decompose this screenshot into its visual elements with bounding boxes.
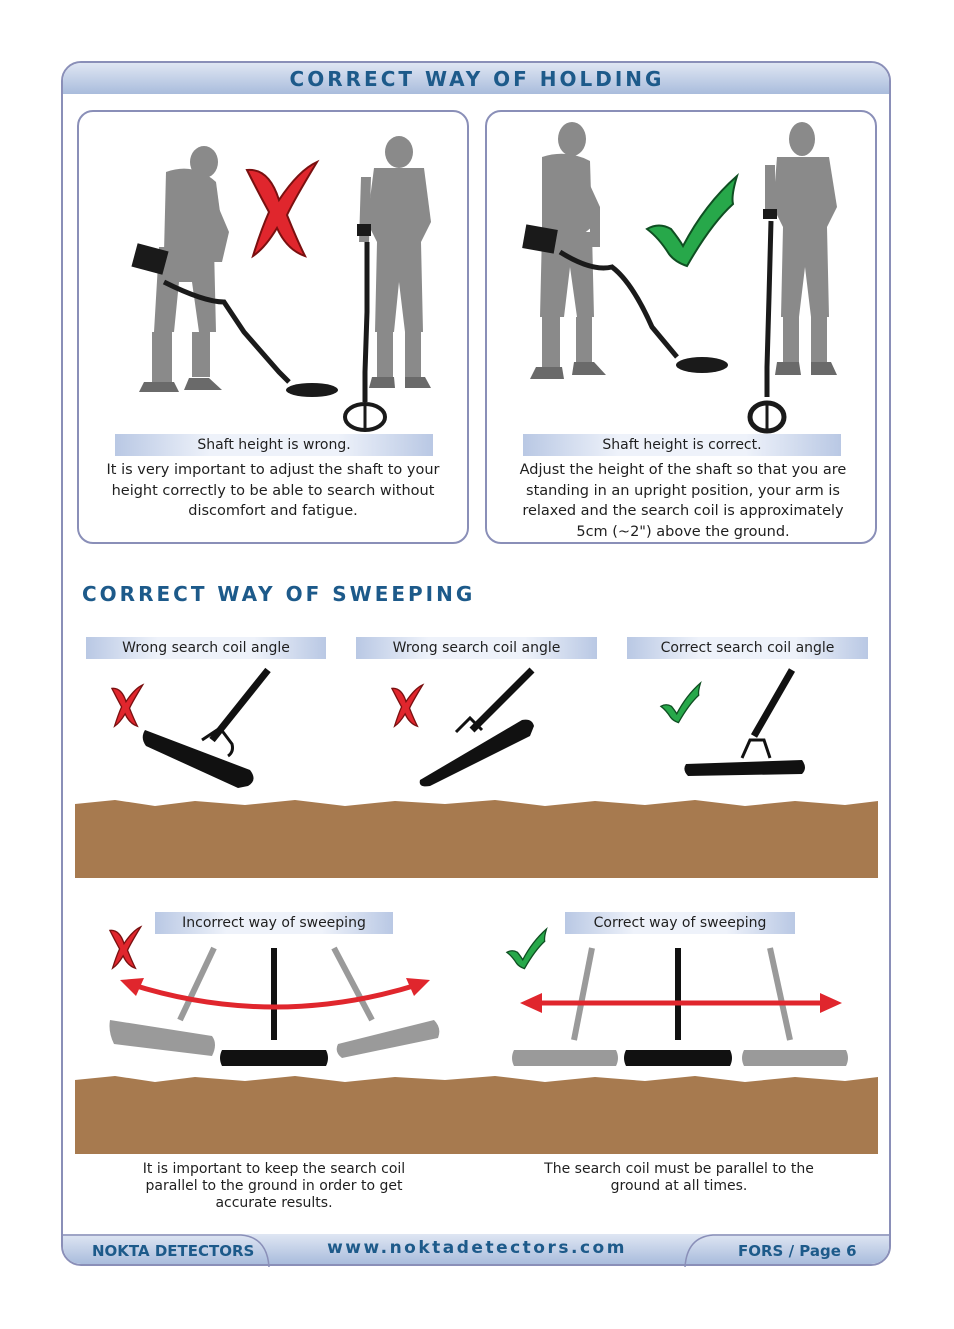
- red-x-mark-icon: [110, 683, 145, 728]
- footer-tab-left-shape: [61, 1234, 270, 1268]
- person-bending-illustration: [131, 146, 338, 397]
- person-upright-illustration: [522, 122, 728, 379]
- label-coil-angle-3: Correct search coil angle: [627, 637, 868, 659]
- label-coil-angle-1: Wrong search coil angle: [86, 637, 326, 659]
- correct-sweeping-illustration: [512, 947, 848, 1066]
- green-check-mark-icon: [659, 680, 702, 724]
- label-incorrect-sweeping: Incorrect way of sweeping: [155, 912, 393, 934]
- description-shaft-height-correct: Adjust the height of the shaft so that y…: [519, 462, 847, 540]
- ground-strip: [75, 800, 878, 878]
- caption-shaft-height-correct: Shaft height is correct.: [523, 434, 841, 456]
- panel-wrong-holding: Shaft height is wrong. It is very import…: [77, 110, 469, 544]
- ground-strip: [75, 1076, 878, 1154]
- red-x-mark-icon: [108, 925, 143, 970]
- footer-band: [63, 1234, 889, 1264]
- green-check-mark-icon: [505, 926, 548, 970]
- red-x-mark-icon: [245, 159, 320, 259]
- incorrect-sweeping-illustration: [109, 946, 440, 1066]
- person-standing-relaxed-illustration: [747, 122, 837, 434]
- section-title-sweeping: CORRECT WAY OF SWEEPING: [82, 582, 476, 606]
- section-title-holding: CORRECT WAY OF HOLDING: [289, 67, 665, 91]
- footer-brand: NOKTA DETECTORS: [92, 1242, 255, 1260]
- footer-page-label: FORS / Page 6: [738, 1242, 857, 1260]
- description-correct-sweeping: The search coil must be parallel to the …: [544, 1161, 814, 1194]
- caption-shaft-height-wrong: Shaft height is wrong.: [115, 434, 433, 456]
- page-frame: [61, 61, 891, 1266]
- coil-tilted-up-illustration: [419, 667, 535, 787]
- label-coil-angle-2: Wrong search coil angle: [356, 637, 597, 659]
- red-x-mark-icon: [390, 683, 425, 728]
- coil-parallel-illustration: [684, 668, 805, 776]
- footer-tab-right-shape: [684, 1234, 891, 1268]
- panel-correct-holding: Shaft height is correct. Adjust the heig…: [485, 110, 877, 544]
- green-check-mark-icon: [645, 172, 739, 268]
- person-standing-illustration: [343, 136, 431, 432]
- top-header-band: [63, 63, 889, 94]
- coil-tilted-down-illustration: [142, 667, 271, 788]
- description-incorrect-sweeping: It is important to keep the search coil …: [142, 1161, 406, 1211]
- description-shaft-height-wrong: It is very important to adjust the shaft…: [106, 462, 440, 519]
- footer-website-link[interactable]: www.noktadetectors.com: [327, 1238, 627, 1258]
- label-correct-sweeping: Correct way of sweeping: [565, 912, 795, 934]
